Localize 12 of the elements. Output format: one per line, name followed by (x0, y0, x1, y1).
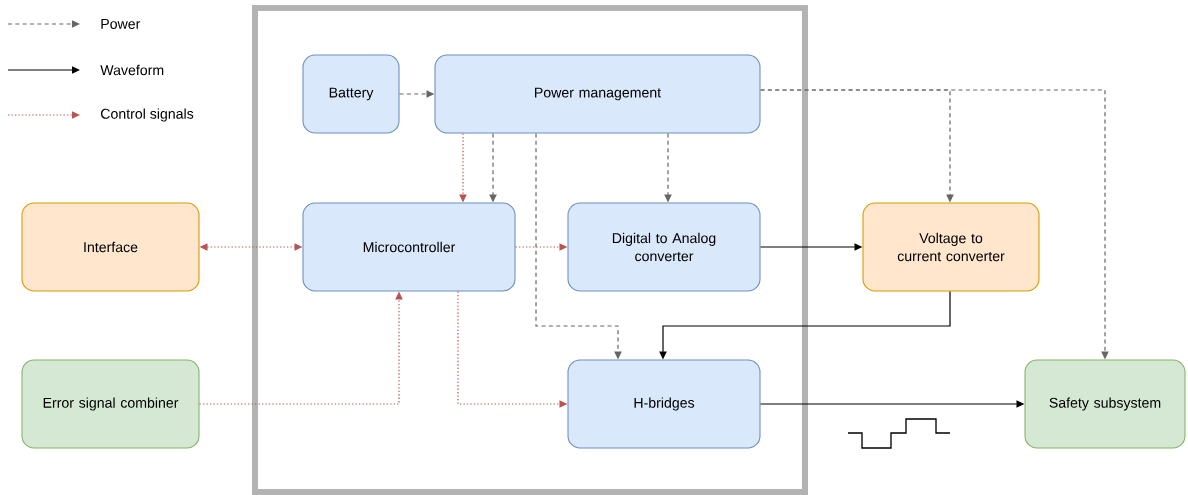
legend-label: Power (101, 19, 141, 29)
process-box: Interface (21, 202, 200, 292)
process-box: Power management (434, 54, 761, 134)
process-box: H-bridges (567, 359, 761, 449)
process-box: Voltage to current converter (862, 202, 1040, 292)
process-box: Battery (302, 54, 400, 134)
legend-label: Waveform (100, 64, 164, 76)
process-box: Safety subsystem (1024, 359, 1186, 449)
legend-label: Control signals (101, 108, 194, 122)
process-box: Error signal combiner (21, 359, 200, 449)
process-box: Digital to Analog converter (567, 202, 761, 292)
process-box: Microcontroller (302, 202, 516, 292)
